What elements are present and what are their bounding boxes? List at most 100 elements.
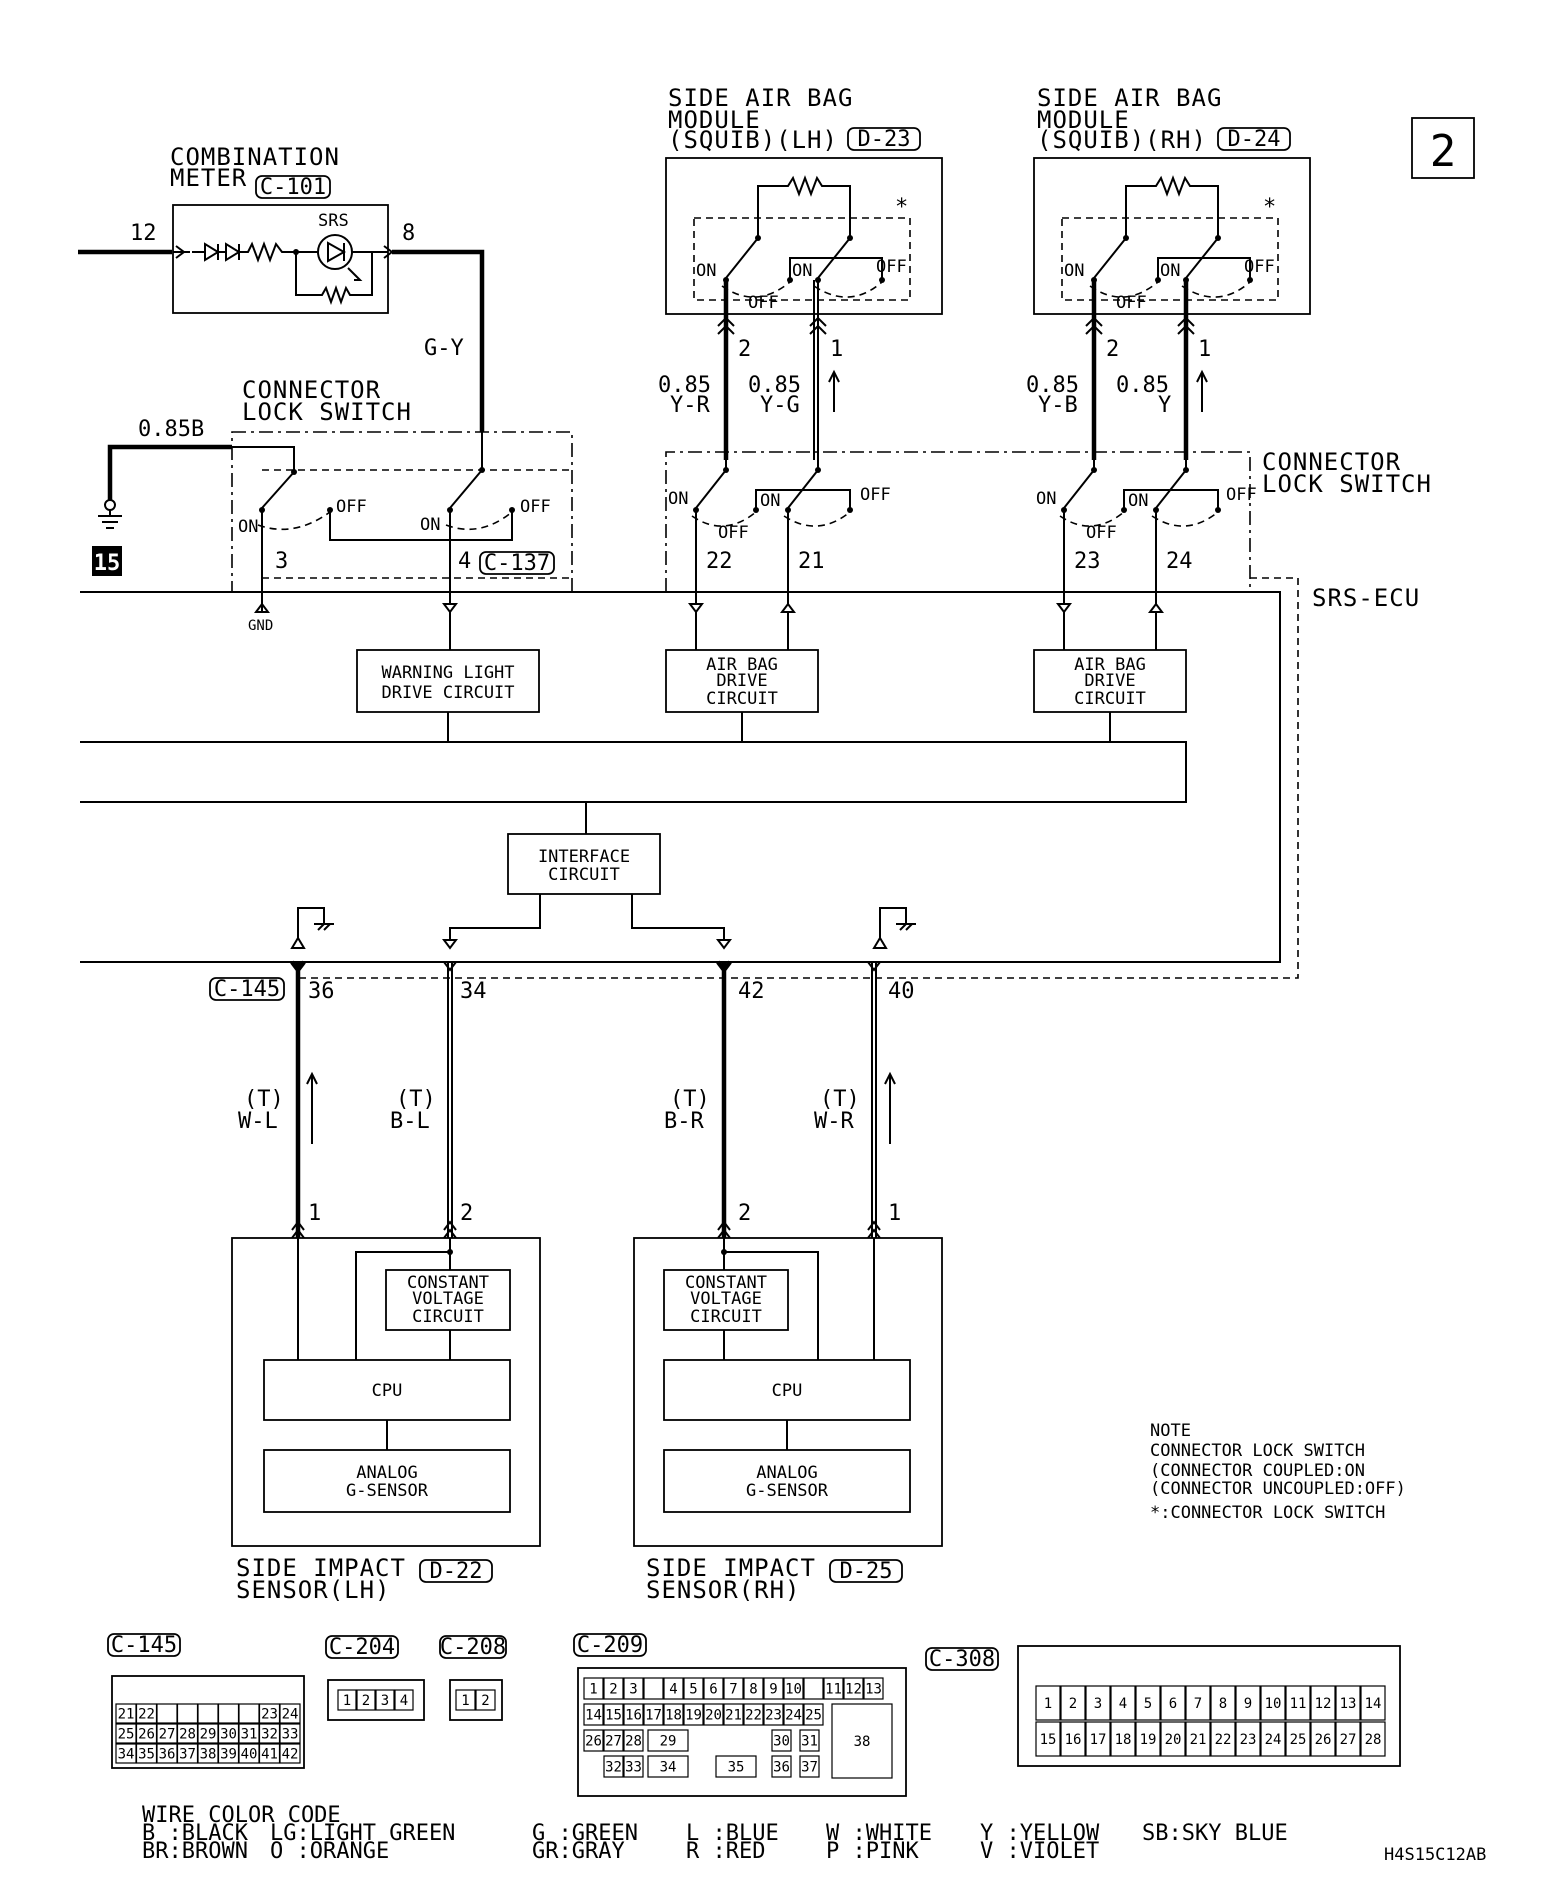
- c209-pin-cell: [715, 1755, 757, 1778]
- c145-pin: 23: [261, 1707, 278, 1723]
- sensor-lh-title-2: SENSOR(LH): [236, 1576, 391, 1604]
- c209-pin: 3: [629, 1682, 637, 1698]
- c209-pin: 5: [689, 1682, 697, 1698]
- c209-pin: 22: [745, 1708, 762, 1724]
- c308-pin: 17: [1090, 1732, 1107, 1748]
- wcc-col2-2: O :ORANGE: [270, 1839, 389, 1864]
- lock-left-pin-a: 3: [275, 549, 288, 574]
- diagram-code: H4S15C12AB: [1384, 1845, 1486, 1865]
- c145-pin-cell: [217, 1703, 240, 1724]
- airbag-lh-box: [665, 157, 943, 315]
- c145-pin: 22: [138, 1707, 155, 1723]
- c145-pin: 25: [118, 1727, 135, 1743]
- c308-pin-cell: [1285, 1685, 1311, 1721]
- wcc-col3-2: GR:GRAY: [532, 1839, 625, 1864]
- c308-pin-cell: [1110, 1721, 1136, 1757]
- c209-pin-cell: [583, 1703, 604, 1726]
- c308-pin-cell: [1085, 1721, 1111, 1757]
- airbag-rh-star: *: [1263, 195, 1276, 220]
- c145-pin-cell: [279, 1743, 301, 1764]
- airbag-rh-wire2-color: Y: [1158, 393, 1171, 418]
- meter-pin-right: 8: [402, 221, 415, 246]
- c308-pin-cell: [1185, 1721, 1211, 1757]
- c204-label-box: [325, 1635, 399, 1659]
- c209-pin: 34: [660, 1760, 677, 1776]
- sensor-rh-pin2: 1: [888, 1201, 901, 1226]
- analog-sensor-rh: [663, 1449, 911, 1513]
- airbag-lh-off-2: OFF: [876, 257, 907, 277]
- c145-pin-cell: [197, 1703, 219, 1724]
- current-arrow-icon: [306, 1071, 318, 1144]
- airbag-lh-title-2: MODULE: [668, 106, 761, 134]
- c145-pin: 21: [118, 1707, 135, 1723]
- ecu-connector: C-145: [214, 977, 280, 1002]
- wire-t-1: (T): [244, 1087, 284, 1112]
- airbag-lh-wire2-gauge: 0.85: [748, 373, 801, 398]
- c308-pin-cell: [1310, 1721, 1336, 1757]
- lock-right-off-3: OFF: [1086, 523, 1117, 543]
- c209-pin: 31: [801, 1734, 818, 1750]
- c209-pin: 13: [865, 1682, 882, 1698]
- c209-pin-cell: [743, 1703, 764, 1726]
- c308-pin: 15: [1040, 1732, 1057, 1748]
- c209-pin: 32: [605, 1760, 622, 1776]
- c209-pin: 10: [785, 1682, 802, 1698]
- airbag-rh-wire1-color: Y-B: [1038, 393, 1078, 418]
- airbag-lh-wire1-color: Y-R: [670, 393, 710, 418]
- wcc-col3-1: G :GREEN: [532, 1821, 638, 1846]
- c145-pin: 42: [282, 1747, 299, 1763]
- lock-left-connector: C-137: [484, 551, 550, 576]
- airbag-rh-ecu-pin1: 23: [1074, 549, 1101, 574]
- c308-pin: 23: [1240, 1732, 1257, 1748]
- c308-pin: 7: [1194, 1696, 1202, 1712]
- lock-left-off-1: OFF: [336, 497, 367, 517]
- c308-pin: 12: [1315, 1696, 1332, 1712]
- c308-pin-cell: [1285, 1721, 1311, 1757]
- wire-t-3: (T): [670, 1087, 710, 1112]
- c209-pin-cell: [623, 1729, 644, 1752]
- c209-pin-38-cell: [831, 1703, 893, 1779]
- ecu-pin-36: 36: [308, 979, 335, 1004]
- combination-meter-title-2: METER: [170, 164, 247, 192]
- c208-pin-cell: [455, 1689, 476, 1711]
- sensor-rh-title-2: SENSOR(RH): [646, 1576, 801, 1604]
- c209-pin-cell: [843, 1677, 864, 1700]
- c209-pin-cell: [663, 1677, 684, 1700]
- airbag-rh-title-2: MODULE: [1037, 106, 1130, 134]
- airbag-lh-on-1: ON: [696, 261, 716, 281]
- lock-switch-right-title-1: CONNECTOR: [1262, 448, 1401, 476]
- c308-pin: 22: [1215, 1732, 1232, 1748]
- cpu-rh-label: CPU: [772, 1381, 803, 1401]
- c209-pin-cell: [683, 1703, 704, 1726]
- interface-circuit: [507, 833, 661, 895]
- sensor-rh-title-1: SIDE IMPACT: [646, 1554, 816, 1582]
- airbag-lh-ecu-pin1: 22: [706, 549, 733, 574]
- c308-pin-cell: [1235, 1685, 1261, 1721]
- analog-lh-line2: G-SENSOR: [346, 1481, 429, 1501]
- c308-pin-cell: [1235, 1721, 1261, 1757]
- c145-pin-cell: [238, 1703, 260, 1724]
- c145-pin: 36: [159, 1747, 176, 1763]
- ecu-pin-40: 40: [888, 979, 915, 1004]
- c209-pin: 19: [685, 1708, 702, 1724]
- c308-pin: 16: [1065, 1732, 1082, 1748]
- sensor-lh-pin2: 2: [460, 1201, 473, 1226]
- c209-pin-cell: [623, 1703, 644, 1726]
- wcc-col4-1: L :BLUE: [686, 1821, 779, 1846]
- note-line1: NOTE: [1150, 1421, 1191, 1441]
- airbag-lh-circuit-line3: CIRCUIT: [706, 689, 778, 709]
- current-arrow-icon: [1196, 369, 1208, 412]
- airbag-rh-wire1-gauge: 0.85: [1026, 373, 1079, 398]
- c308-pin: 9: [1244, 1696, 1252, 1712]
- c209-pin-cell: [603, 1677, 624, 1700]
- c308-label-box: [925, 1647, 999, 1671]
- c145-pin: 29: [200, 1727, 217, 1743]
- ecu-connector-box: [209, 977, 285, 1001]
- note-line3: (CONNECTOR COUPLED:ON: [1150, 1461, 1365, 1481]
- c308-pin: 6: [1169, 1696, 1177, 1712]
- airbag-rh-pin1: 2: [1106, 337, 1119, 362]
- note: NOTE CONNECTOR LOCK SWITCH (CONNECTOR CO…: [1150, 1421, 1406, 1523]
- c308-pin-cell: [1060, 1685, 1086, 1721]
